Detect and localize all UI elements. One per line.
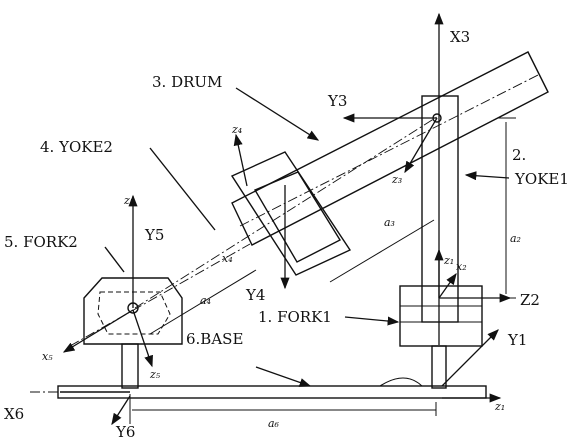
- arm-axis: [69, 243, 251, 347]
- label-yoke1-number: 2.: [512, 146, 526, 164]
- drum-body: [231, 51, 549, 246]
- axis-z2: Z2: [520, 291, 540, 309]
- label-x5: x₅: [42, 350, 53, 363]
- axis-y3: Y3: [327, 92, 347, 110]
- axis-y1: Y1: [507, 331, 527, 349]
- fork1-post: [431, 345, 447, 389]
- label-yoke2: 4. YOKE2: [40, 138, 113, 156]
- axis-y5: Y5: [144, 226, 164, 244]
- label-fork2: 5. FORK2: [4, 233, 78, 251]
- label-z3: z₃: [391, 173, 402, 186]
- label-z5: z₅: [123, 194, 135, 207]
- label-z1-base: z₁: [494, 400, 505, 413]
- yoke1-body: [421, 95, 459, 323]
- y1-axis: [441, 329, 499, 387]
- axis-y6: Y6: [115, 423, 135, 441]
- label-base: 6.BASE: [186, 330, 243, 348]
- axis-y4: Y4: [245, 286, 265, 304]
- label-z1: z₁: [443, 254, 454, 267]
- fork2-post: [121, 343, 139, 389]
- axis-x6: X6: [4, 405, 24, 423]
- dim-a3: [329, 219, 435, 283]
- drum-leader: [235, 87, 320, 141]
- label-a2: a₂: [510, 232, 521, 245]
- label-z5-lower: z₅: [149, 368, 161, 381]
- label-a4: a₄: [200, 294, 211, 307]
- axis-x3: X3: [450, 28, 470, 46]
- label-z4: z₄: [231, 123, 242, 136]
- label-fork1: 1. FORK1: [258, 308, 332, 326]
- label-a6: a₆: [268, 417, 280, 430]
- base-plate: [30, 385, 487, 399]
- dim-a2: [497, 117, 516, 299]
- yoke2-body: [230, 151, 352, 276]
- dim-a4: [149, 269, 257, 335]
- label-x2: x₂: [456, 260, 467, 273]
- label-a3: a₃: [384, 216, 395, 229]
- label-x4: x₄: [222, 252, 233, 265]
- dim-a6: [132, 402, 437, 416]
- label-yoke1: YOKE1: [514, 170, 569, 188]
- y6-axis: [111, 395, 131, 426]
- label-drum: 3. DRUM: [152, 73, 222, 91]
- fork1-block: [399, 285, 483, 347]
